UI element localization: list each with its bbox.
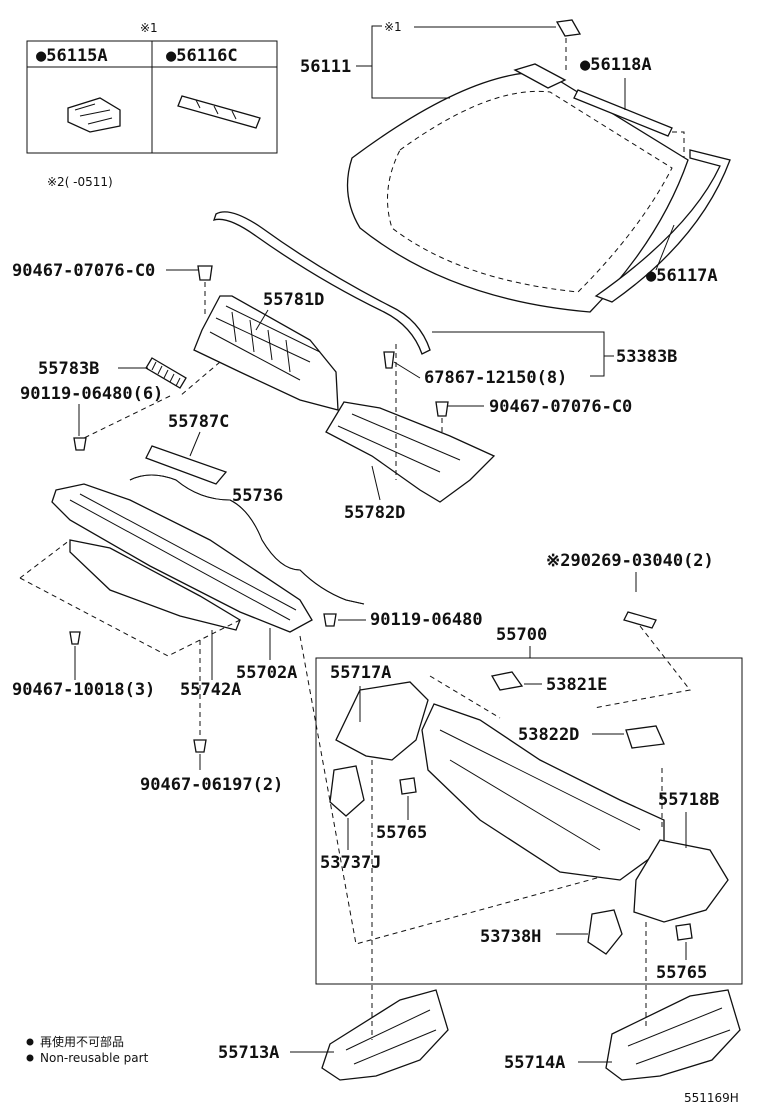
bolt-90119-06480 xyxy=(323,613,337,627)
label-53822D: 53822D xyxy=(518,725,579,745)
bracket-90269 xyxy=(623,611,657,629)
clip-56115A-drawing xyxy=(67,97,121,133)
brace-55713A xyxy=(321,989,449,1081)
clip-56116C-drawing xyxy=(177,95,261,129)
label-56118A: ●56118A xyxy=(580,55,652,75)
label-55713A: 55713A xyxy=(218,1043,279,1063)
label-90467-07076-right: 90467-07076-C0 xyxy=(489,397,632,417)
footnote-line2: Non-reusable part xyxy=(40,1051,149,1065)
footnote-dot-2 xyxy=(26,1054,34,1062)
label-90467-07076-top: 90467-07076-C0 xyxy=(12,261,155,281)
cowl-panel-55700-upper xyxy=(51,483,313,633)
clip-top-drawing xyxy=(555,19,582,37)
label-90119-06480: 90119-06480 xyxy=(370,610,483,630)
dash-panel-main xyxy=(421,703,665,881)
bracket-53737J xyxy=(329,765,365,817)
bracket-53822D xyxy=(625,725,665,749)
label-55787C: 55787C xyxy=(168,412,229,432)
label-53821E: 53821E xyxy=(546,675,607,695)
label-90467-06197: 90467-06197(2) xyxy=(140,775,283,795)
clip-55765-b xyxy=(675,923,693,941)
label-90119-06480-6: 90119-06480(6) xyxy=(20,384,163,404)
clip-67867 xyxy=(383,351,395,369)
footnote-line1: 再使用不可部品 xyxy=(40,1034,124,1049)
label-mark1-top: ※1 xyxy=(384,20,402,34)
legend-col2-label: ●56116C xyxy=(166,46,238,66)
molding-corner xyxy=(513,63,567,89)
label-55782D: 55782D xyxy=(344,503,405,523)
clip-90467-06197 xyxy=(193,739,207,753)
pad-55787C xyxy=(145,445,228,485)
molding-56118A xyxy=(573,89,673,137)
bolt-90119-06480-6 xyxy=(73,437,87,451)
clip-90467-07076-right xyxy=(435,401,449,417)
label-67867: 67867-12150(8) xyxy=(424,368,567,388)
legend-box: ※1 ●56115A ●56116C ※2( -0511) xyxy=(26,21,278,189)
subassembly-frame xyxy=(315,657,743,985)
bracket-53738H xyxy=(587,909,623,955)
cowl-top-55782D xyxy=(325,401,496,503)
molding-56117A xyxy=(594,149,731,303)
label-56111: 56111 xyxy=(300,57,351,77)
label-55765-a: 55765 xyxy=(376,823,427,843)
bracket-55717A xyxy=(335,681,429,761)
label-55718B: 55718B xyxy=(658,790,719,810)
brace-55714A xyxy=(605,989,741,1081)
legend-note: ※2( -0511) xyxy=(47,175,113,189)
label-55736: 55736 xyxy=(232,486,283,506)
legend-col1-label: ●56115A xyxy=(36,46,108,66)
diagram-id: 551169H xyxy=(684,1091,739,1105)
bracket-53821E xyxy=(490,671,524,691)
label-56117A: ●56117A xyxy=(646,266,718,286)
label-55702A: 55702A xyxy=(236,663,297,683)
footnote-dot-1 xyxy=(26,1038,34,1046)
label-55765-b: 55765 xyxy=(656,963,707,983)
label-53383B: 53383B xyxy=(616,347,677,367)
label-55717A: 55717A xyxy=(330,663,391,683)
cowl-panel-55742A xyxy=(69,539,241,631)
label-53737J: 53737J xyxy=(320,853,381,873)
clip-90467-07076-top xyxy=(197,265,213,281)
weatherstrip-53383B xyxy=(212,211,431,355)
label-55783B: 55783B xyxy=(38,359,99,379)
bracket-55718B xyxy=(633,839,729,923)
label-55742A: 55742A xyxy=(180,680,241,700)
legend-mark: ※1 xyxy=(140,21,158,35)
label-55714A: 55714A xyxy=(504,1053,565,1073)
clip-90467-10018 xyxy=(69,631,81,645)
label-53738H: 53738H xyxy=(480,927,541,947)
clip-55765-a xyxy=(399,777,417,795)
label-90269-03040: ※290269-03040(2) xyxy=(546,551,714,571)
label-55781D: 55781D xyxy=(263,290,324,310)
label-55700: 55700 xyxy=(496,625,547,645)
label-90467-10018: 90467-10018(3) xyxy=(12,680,155,700)
